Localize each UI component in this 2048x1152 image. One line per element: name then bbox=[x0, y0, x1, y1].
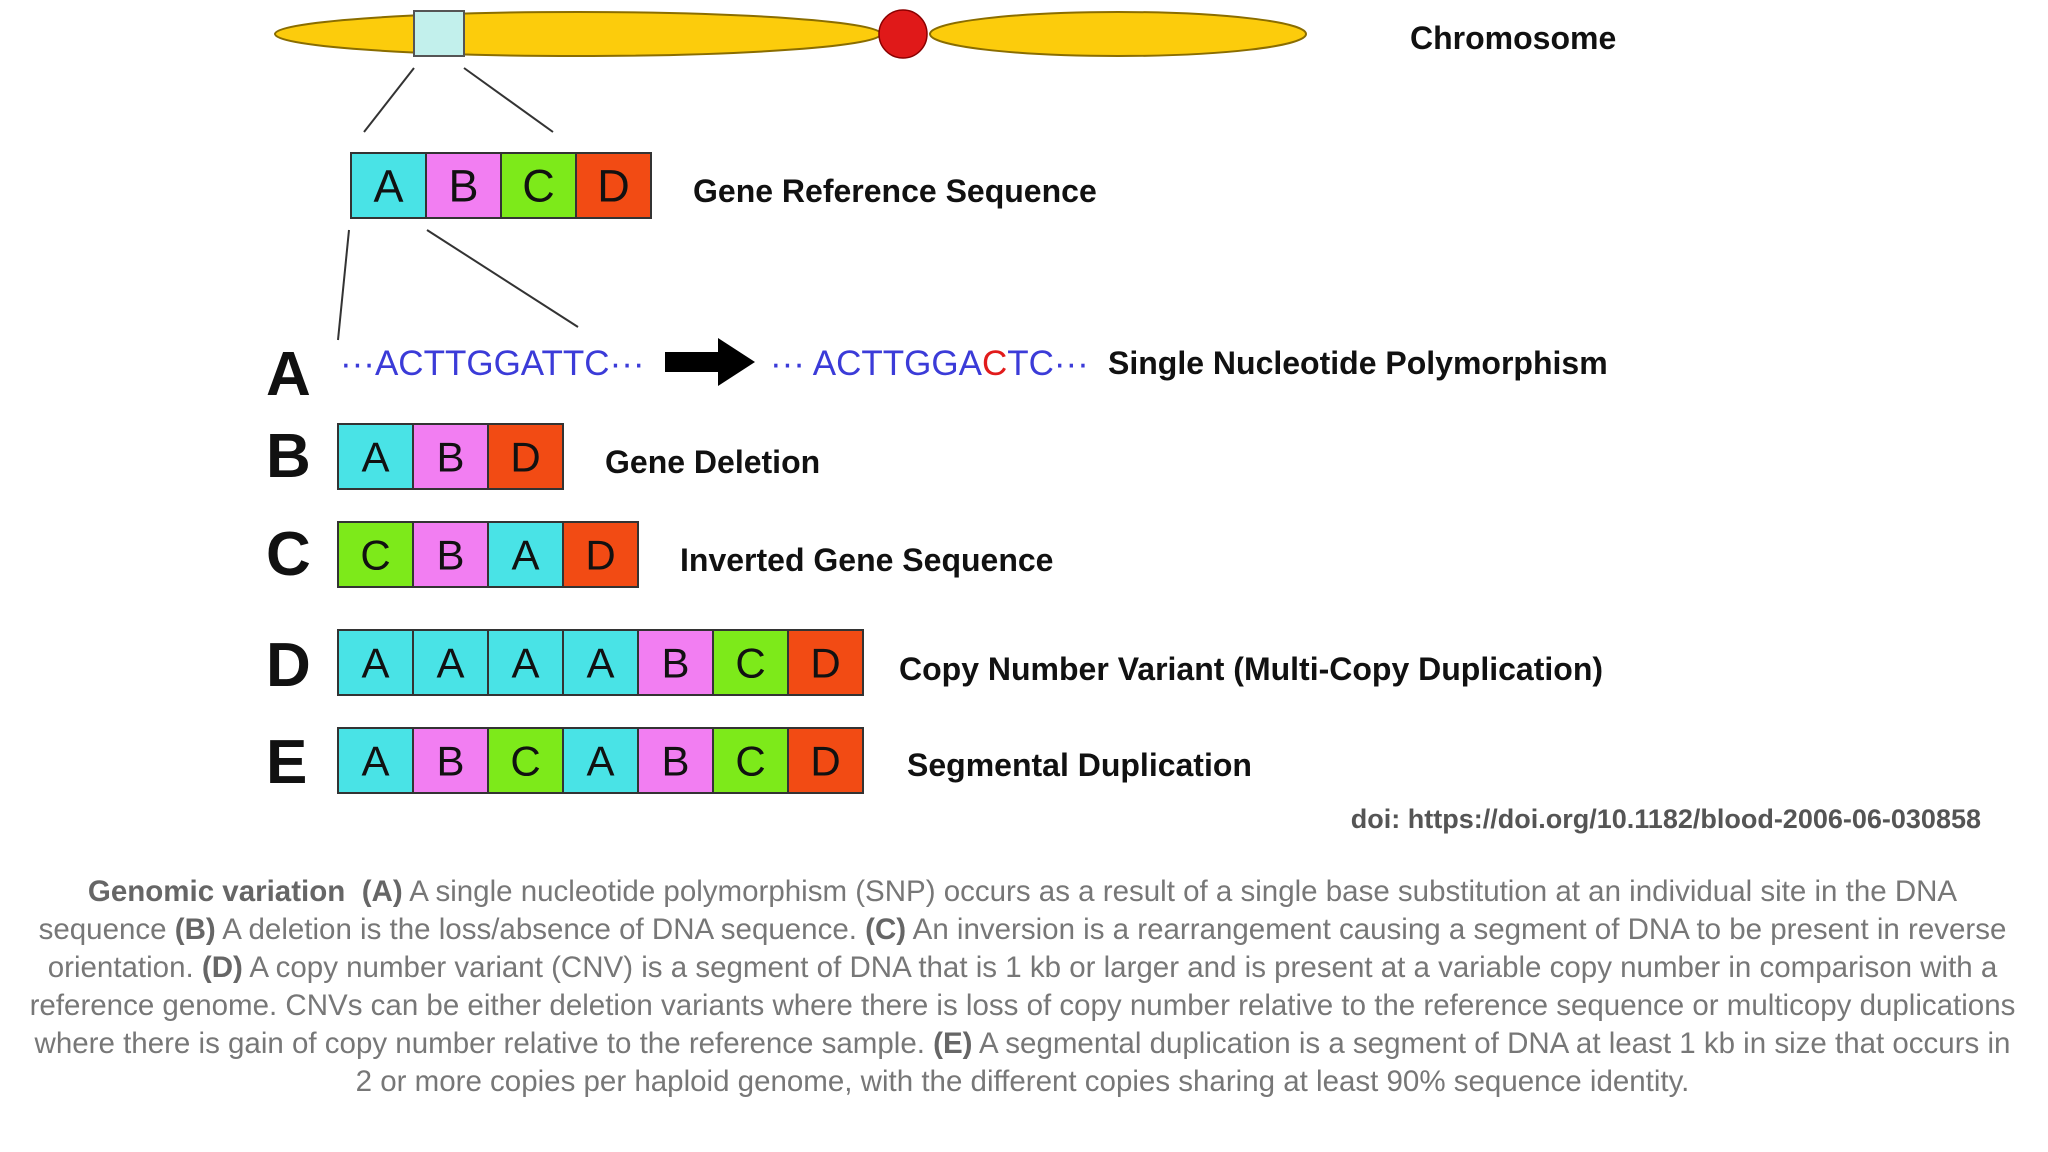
caption-tag-c: (C) bbox=[865, 913, 907, 946]
gene-block-label: A bbox=[586, 640, 614, 687]
gene-block-label: C bbox=[735, 738, 765, 785]
gene-block-label: B bbox=[661, 640, 689, 687]
zoom-line bbox=[426, 229, 579, 328]
snp-mutated-sequence: ··· ACTTGGACTC··· bbox=[770, 344, 1089, 383]
caption-text-d: A copy number variant (CNV) is a segment… bbox=[29, 951, 2016, 1060]
gene-block-label: B bbox=[436, 738, 464, 785]
gene-block-a bbox=[487, 521, 564, 588]
gene-block-label: C bbox=[510, 738, 540, 785]
row-letter-c: C bbox=[266, 520, 311, 589]
segmental-duplication-label: Segmental Duplication bbox=[907, 747, 1252, 783]
caption-tag-a: (A) bbox=[361, 875, 403, 908]
gene-block-c bbox=[487, 727, 564, 794]
zoom-line bbox=[463, 67, 554, 133]
gene-block-c bbox=[337, 521, 414, 588]
snp-original-sequence: ···ACTTGGATTC··· bbox=[340, 344, 645, 383]
gene-deletion-label: Gene Deletion bbox=[605, 444, 820, 480]
caption-text-e: A segmental duplication is a segment of … bbox=[355, 1027, 2011, 1098]
centromere bbox=[878, 9, 928, 59]
snp-label: Single Nucleotide Polymorphism bbox=[1108, 345, 1608, 381]
gene-block-d bbox=[787, 727, 864, 794]
gene-block-b bbox=[425, 152, 502, 219]
gene-block-a bbox=[337, 727, 414, 794]
gene-block-b bbox=[412, 423, 489, 490]
gene-block-label: A bbox=[511, 532, 539, 579]
gene-block-a bbox=[487, 629, 564, 696]
gene-block-c bbox=[712, 629, 789, 696]
gene-block-b bbox=[412, 727, 489, 794]
caption-tag-e: (E) bbox=[933, 1027, 973, 1060]
gene-block-c bbox=[500, 152, 577, 219]
inverted-sequence-label: Inverted Gene Sequence bbox=[680, 542, 1053, 578]
gene-block-label: A bbox=[361, 738, 389, 785]
gene-block-label: D bbox=[510, 434, 540, 481]
gene-block-a bbox=[337, 423, 414, 490]
zoom-line bbox=[363, 67, 415, 133]
gene-block-label: A bbox=[586, 738, 614, 785]
gene-block-label: A bbox=[361, 434, 389, 481]
snp-mutated-suffix: TC··· bbox=[1007, 344, 1089, 383]
chromosome-band bbox=[413, 10, 465, 57]
chromosome bbox=[274, 9, 1307, 59]
snp-mutated-prefix: ··· ACTTGGA bbox=[770, 344, 983, 383]
gene-block-b bbox=[637, 727, 714, 794]
gene-block-label: A bbox=[361, 640, 389, 687]
gene-block-label: A bbox=[511, 640, 539, 687]
caption-tag-d: (D) bbox=[201, 951, 243, 984]
caption-text-a: A single nucleotide polymorphism (SNP) o… bbox=[38, 875, 1958, 946]
figure-caption: Genomic variation (A) A single nucleotid… bbox=[25, 873, 2020, 1101]
gene-block-label: B bbox=[436, 532, 464, 579]
chromosome-right-arm bbox=[929, 11, 1307, 57]
gene-block-a bbox=[562, 727, 639, 794]
caption-tag-b: (B) bbox=[174, 913, 216, 946]
caption-text-c: An inversion is a rearrangement causing … bbox=[47, 913, 2007, 984]
gene-block-label: B bbox=[661, 738, 689, 785]
gene-block-label: C bbox=[735, 640, 765, 687]
gene-block-label: B bbox=[448, 161, 478, 212]
gene-block-a bbox=[337, 629, 414, 696]
chromosome-label: Chromosome bbox=[1410, 20, 1616, 56]
doi-reference: doi: https://doi.org/10.1182/blood-2006-… bbox=[1350, 804, 1981, 834]
row-letter-e: E bbox=[266, 728, 307, 797]
gene-block-label: A bbox=[436, 640, 464, 687]
arrow-icon bbox=[665, 338, 755, 386]
gene-block-b bbox=[412, 521, 489, 588]
caption-text-b: A deletion is the loss/absence of DNA se… bbox=[215, 913, 866, 946]
gene-block-label: B bbox=[436, 434, 464, 481]
gene-block-d bbox=[787, 629, 864, 696]
gene-block-label: A bbox=[373, 161, 403, 212]
row-letter-a: A bbox=[266, 340, 311, 409]
gene-block-label: D bbox=[810, 640, 840, 687]
row-letter-d: D bbox=[266, 631, 311, 700]
gene-block-label: D bbox=[585, 532, 615, 579]
gene-block-label: C bbox=[360, 532, 390, 579]
copy-number-variant-label: Copy Number Variant (Multi-Copy Duplicat… bbox=[899, 651, 1603, 687]
gene-block-d bbox=[487, 423, 564, 490]
gene-block-b bbox=[637, 629, 714, 696]
gene-block-label: C bbox=[522, 161, 555, 212]
zoom-line bbox=[337, 229, 350, 341]
gene-block-d bbox=[562, 521, 639, 588]
gene-block-a bbox=[412, 629, 489, 696]
gene-block-d bbox=[575, 152, 652, 219]
row-letter-b: B bbox=[266, 422, 311, 491]
reference-label: Gene Reference Sequence bbox=[693, 173, 1097, 209]
chromosome-left-arm bbox=[274, 11, 882, 57]
gene-block-a bbox=[350, 152, 427, 219]
gene-block-label: D bbox=[597, 161, 630, 212]
caption-title: Genomic variation bbox=[87, 875, 346, 908]
snp-mutated-base: C bbox=[982, 344, 1007, 383]
gene-block-label: D bbox=[810, 738, 840, 785]
